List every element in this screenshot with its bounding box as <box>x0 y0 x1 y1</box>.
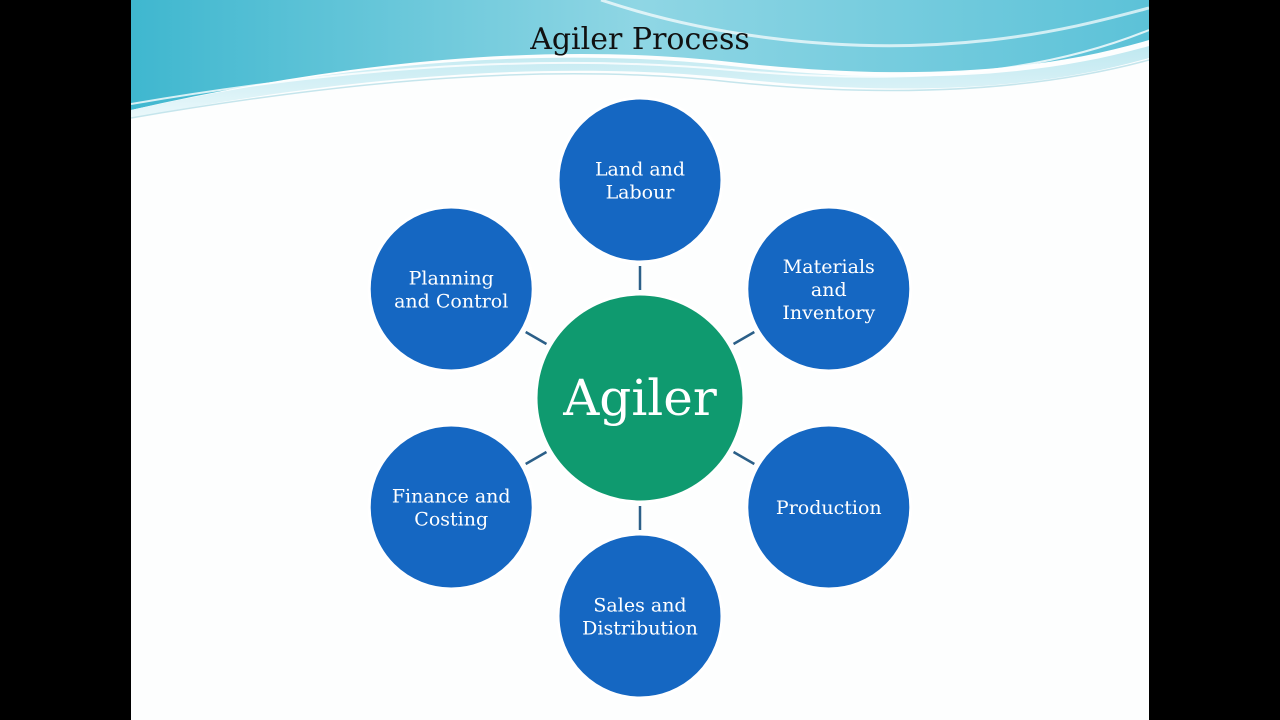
node-label: Sales and <box>593 595 686 617</box>
center-label: Agiler <box>562 369 717 427</box>
nodes: Land andLabourMaterialsandInventoryProdu… <box>367 96 913 700</box>
connector-2 <box>732 450 755 466</box>
node-label: Planning <box>409 268 494 290</box>
header-wave-decoration <box>131 0 1149 119</box>
node-label: Production <box>776 497 882 519</box>
node-label: Land and <box>595 159 685 181</box>
connectors <box>525 266 755 530</box>
node-circle <box>745 423 913 591</box>
node-label: Costing <box>414 509 488 531</box>
connector-4 <box>525 450 548 466</box>
agiler-process-diagram: Land andLabourMaterialsandInventoryProdu… <box>367 96 913 700</box>
connector-1 <box>732 330 755 346</box>
node-label: and <box>811 279 847 301</box>
node-circle <box>556 532 724 700</box>
node-circle <box>556 96 724 264</box>
node-label: Labour <box>606 182 676 204</box>
node-2: Production <box>745 423 913 591</box>
node-label: and Control <box>394 291 508 313</box>
node-circle <box>367 205 535 373</box>
center-node: Agiler <box>534 292 746 504</box>
node-circle <box>367 423 535 591</box>
node-label: Materials <box>783 256 875 278</box>
center-circle <box>534 292 746 504</box>
node-label: Distribution <box>582 618 698 640</box>
node-circle <box>745 205 913 373</box>
connector-5 <box>525 330 548 346</box>
slide-title: Agiler Process <box>530 22 750 57</box>
node-label: Inventory <box>782 302 875 324</box>
node-label: Finance and <box>392 486 511 508</box>
